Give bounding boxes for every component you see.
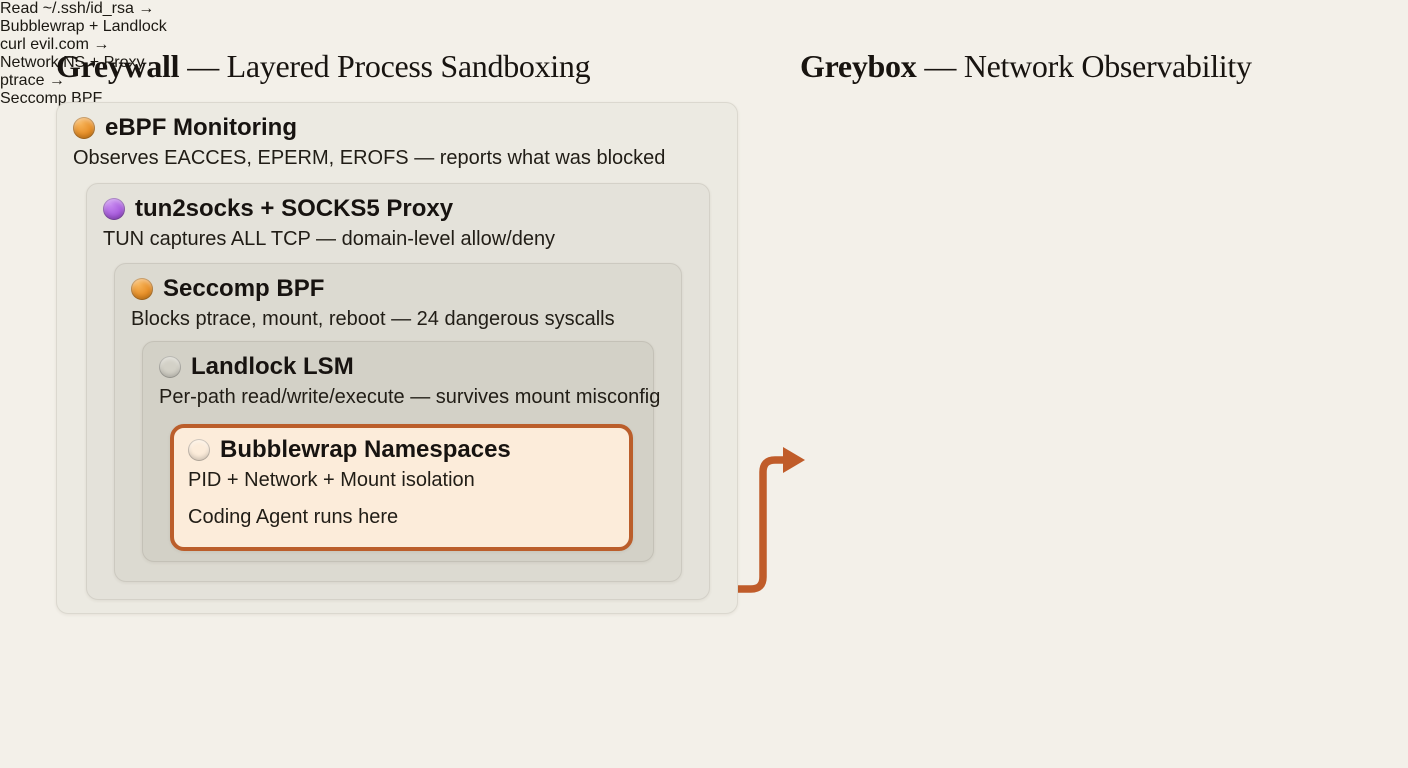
example-command: curl evil.com → bbox=[0, 36, 110, 53]
layer-heading: Bubblewrap Namespaces bbox=[188, 436, 615, 464]
layer-description: Observes EACCES, EPERM, EROFS — reports … bbox=[73, 147, 666, 169]
right-title-rest: — Network Observability bbox=[924, 48, 1252, 84]
coding-agent-note: Coding Agent runs here bbox=[188, 506, 399, 528]
layer-description: PID + Network + Mount isolation bbox=[188, 469, 475, 491]
example-card-ssh: Read ~/.ssh/id_rsa → Bubblewrap + Landlo… bbox=[0, 0, 259, 36]
layer-title: Seccomp BPF bbox=[163, 275, 325, 302]
blocked-by-label: Bubblewrap + Landlock bbox=[0, 18, 167, 35]
left-column-title: Greywall— Layered Process Sandboxing bbox=[56, 48, 591, 85]
arrowhead-icon bbox=[783, 447, 805, 473]
layer-title: Bubblewrap Namespaces bbox=[220, 436, 511, 463]
layer-description: TUN captures ALL TCP — domain-level allo… bbox=[103, 228, 556, 250]
blocked-by-label: Network NS + Proxy bbox=[0, 54, 145, 71]
example-status: Network NS + Proxy bbox=[0, 54, 225, 72]
layer-description: Per-path read/write/execute — survives m… bbox=[159, 386, 661, 408]
example-card-curl: curl evil.com → Network NS + Proxy bbox=[0, 36, 225, 72]
left-title-rest: — Layered Process Sandboxing bbox=[187, 48, 591, 84]
layer-box-bubblewrap: Bubblewrap Namespaces PID + Network + Mo… bbox=[170, 424, 633, 551]
example-status: Bubblewrap + Landlock bbox=[0, 18, 259, 36]
blue-circle-icon bbox=[188, 439, 210, 461]
layer-title: tun2socks + SOCKS5 Proxy bbox=[135, 195, 454, 222]
orange-circle-icon bbox=[73, 117, 95, 139]
example-command: ptrace → bbox=[0, 72, 65, 89]
orange-circle-icon bbox=[131, 278, 153, 300]
green-circle-icon bbox=[159, 356, 181, 378]
layer-heading: eBPF Monitoring bbox=[73, 114, 721, 142]
purple-circle-icon bbox=[103, 198, 125, 220]
right-column-title: Greybox— Network Observability bbox=[800, 48, 1252, 85]
layer-heading: tun2socks + SOCKS5 Proxy bbox=[103, 195, 693, 223]
right-arrow-connector bbox=[626, 447, 805, 593]
example-command: Read ~/.ssh/id_rsa → bbox=[0, 0, 155, 17]
greywall-brand: Greywall bbox=[56, 48, 180, 84]
layer-heading: Seccomp BPF bbox=[131, 275, 665, 303]
layer-title: eBPF Monitoring bbox=[105, 114, 297, 141]
layer-title: Landlock LSM bbox=[191, 353, 354, 380]
greybox-brand: Greybox bbox=[800, 48, 917, 84]
layer-description: Blocks ptrace, mount, reboot — 24 danger… bbox=[131, 308, 615, 330]
layer-heading: Landlock LSM bbox=[159, 353, 637, 381]
